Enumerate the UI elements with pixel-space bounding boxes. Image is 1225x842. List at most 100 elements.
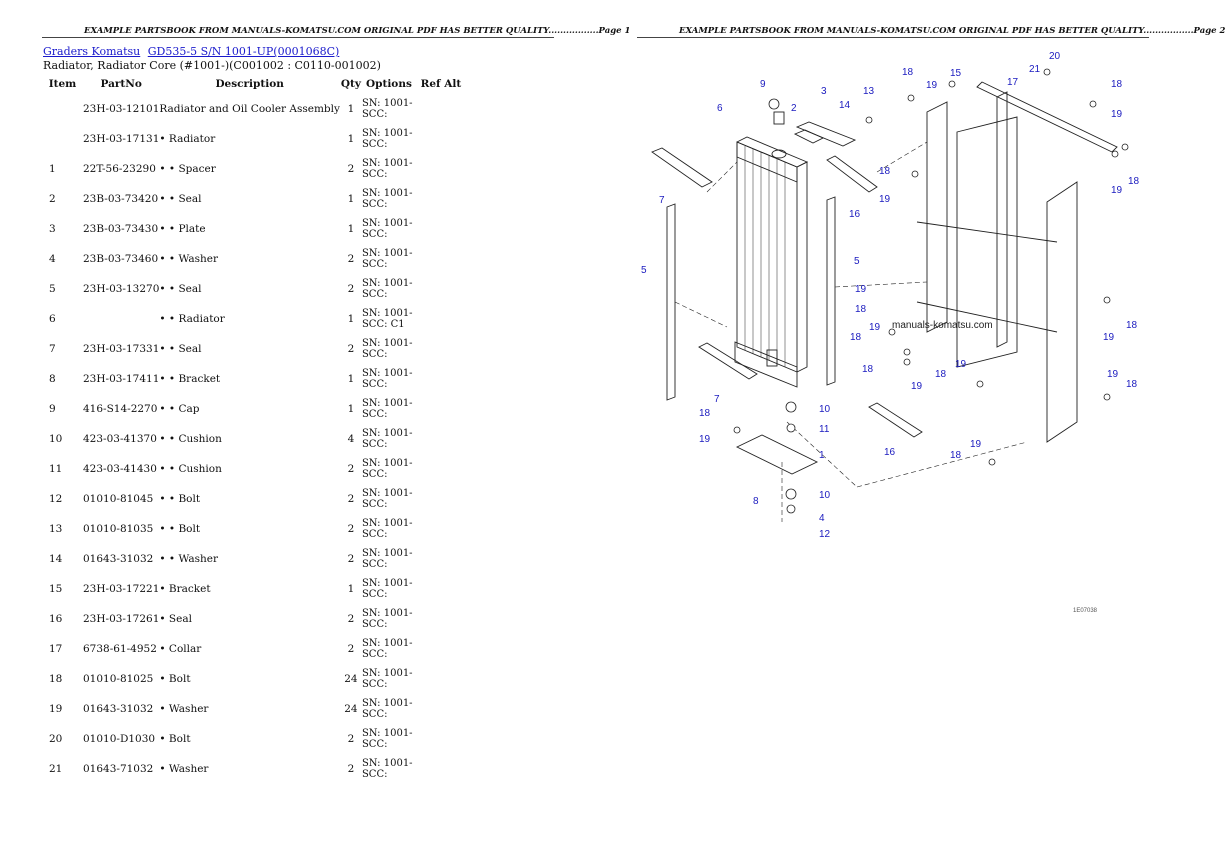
cell-pn: 01010-81035 — [83, 523, 154, 535]
cell-pn: 23H-03-17221 — [83, 583, 160, 595]
seal-7-bottom — [698, 342, 758, 380]
cell-qty: 2 — [347, 463, 355, 475]
callout-18-bottom: 18 — [699, 408, 711, 419]
cell-item: 1 — [49, 163, 56, 175]
cell-item: 20 — [49, 733, 63, 745]
radiator-bottom-tank — [734, 341, 798, 388]
cell-item: 18 — [49, 673, 63, 685]
cell-qty: 24 — [344, 673, 358, 685]
cell-qty: 2 — [347, 163, 355, 175]
cell-pn: 01643-71032 — [83, 763, 154, 775]
cell-pn: 23H-03-17331 — [83, 343, 160, 355]
cell-qty: 2 — [347, 343, 355, 355]
cell-pn — [83, 304, 159, 334]
callout-10-bottom: 10 — [819, 490, 831, 501]
cell-item: 16 — [49, 613, 63, 625]
cell-qty: 1 — [347, 223, 355, 235]
frame-right-post — [996, 91, 1008, 348]
column-header-partno: PartNo — [100, 78, 142, 90]
cell-ref — [416, 244, 466, 274]
cell-item: 7 — [49, 343, 56, 355]
seal-5-right — [826, 196, 836, 386]
page-header-right: EXAMPLE PARTSBOOK FROM MANUALS-KOMATSU.C… — [679, 26, 1225, 36]
cell-pn: 416-S14-2270 — [83, 403, 158, 415]
cell-desc: • • Cushion — [159, 433, 222, 445]
cell-qty: 2 — [347, 493, 355, 505]
callout-18-right-2: 18 — [1128, 176, 1140, 187]
cell-ref — [416, 694, 466, 724]
cell-pn: 22T-56-23290 — [83, 163, 156, 175]
cell-item: 4 — [49, 253, 56, 265]
callout-19-d: 19 — [955, 359, 967, 370]
breadcrumb-link-graders[interactable]: Graders Komatsu — [43, 45, 141, 58]
cell-item: 13 — [49, 523, 63, 535]
cell-ref — [416, 754, 466, 784]
cell-ref — [416, 364, 466, 394]
cell-opt: SN: 1001-SCC: — [361, 518, 413, 540]
callout-18-b: 18 — [850, 332, 862, 343]
header-rule-left — [42, 37, 554, 38]
seal-2 — [793, 129, 825, 144]
exploded-parts-diagram: 9 2 3 14 13 18 19 15 17 21 20 18 19 19 1… — [641, 51, 1140, 614]
cell-item: 19 — [49, 703, 63, 715]
callout-6: 6 — [717, 103, 723, 114]
callout-19-c: 19 — [911, 381, 923, 392]
callout-5-right: 5 — [854, 256, 860, 267]
cell-qty: 2 — [347, 283, 355, 295]
cell-opt: SN: 1001-SCC: — [361, 218, 413, 240]
cell-desc: • Bolt — [159, 673, 191, 685]
cell-pn: 01643-31032 — [83, 703, 154, 715]
cell-qty: 1 — [347, 193, 355, 205]
cell-ref — [416, 514, 466, 544]
cell-qty: 1 — [347, 583, 355, 595]
callout-4: 4 — [819, 513, 825, 524]
callout-17: 17 — [1007, 77, 1019, 88]
table-header-row: Item PartNo Description Qty Options Ref … — [42, 74, 466, 94]
column-header-qty: Qty — [340, 78, 361, 90]
cell-pn: 423-03-41430 — [83, 463, 157, 475]
cell-qty: 2 — [347, 733, 355, 745]
cell-desc: • • Cushion — [159, 463, 222, 475]
callout-19-mid: 19 — [879, 194, 891, 205]
callout-13: 13 — [863, 86, 875, 97]
cell-qty: 1 — [347, 133, 355, 145]
cell-opt: SN: 1001-SCC: — [361, 668, 413, 690]
cell-desc: • • Spacer — [159, 163, 216, 175]
cell-opt: SN: 1001-SCC: — [361, 638, 413, 660]
radiator-top-tank — [736, 141, 798, 183]
cell-opt: SN: 1001-SCC: — [361, 548, 413, 570]
cell-pn: 23H-03-17131 — [83, 133, 160, 145]
callout-19-bottom: 19 — [699, 434, 711, 445]
cell-opt: SN: 1001-SCC: — [361, 458, 413, 480]
watermark: manuals-komatsu.com — [892, 320, 993, 331]
cell-item: 6 — [49, 313, 56, 325]
callout-19-f: 19 — [1107, 369, 1119, 380]
callout-18-c: 18 — [862, 364, 874, 375]
cell-qty: 1 — [347, 403, 355, 415]
cell-pn: 23H-03-17261 — [83, 613, 160, 625]
radiator-core — [736, 141, 798, 373]
callout-18-top: 18 — [902, 67, 914, 78]
cell-item — [42, 94, 83, 124]
breadcrumb-link-model[interactable]: GD535-5 S/N 1001-UP(0001068C) — [147, 45, 340, 58]
cell-opt: SN: 1001-SCC: — [361, 248, 413, 270]
cell-qty: 2 — [347, 613, 355, 625]
cell-pn: 23H-03-13270 — [83, 283, 160, 295]
cell-pn: 01010-81025 — [83, 673, 154, 685]
callout-8: 8 — [753, 496, 759, 507]
cell-ref — [416, 574, 466, 604]
column-header-options: Options — [365, 78, 412, 90]
callout-1: 1 — [819, 450, 825, 461]
frame-rear — [1046, 181, 1078, 443]
callout-7-bottom: 7 — [714, 394, 720, 405]
